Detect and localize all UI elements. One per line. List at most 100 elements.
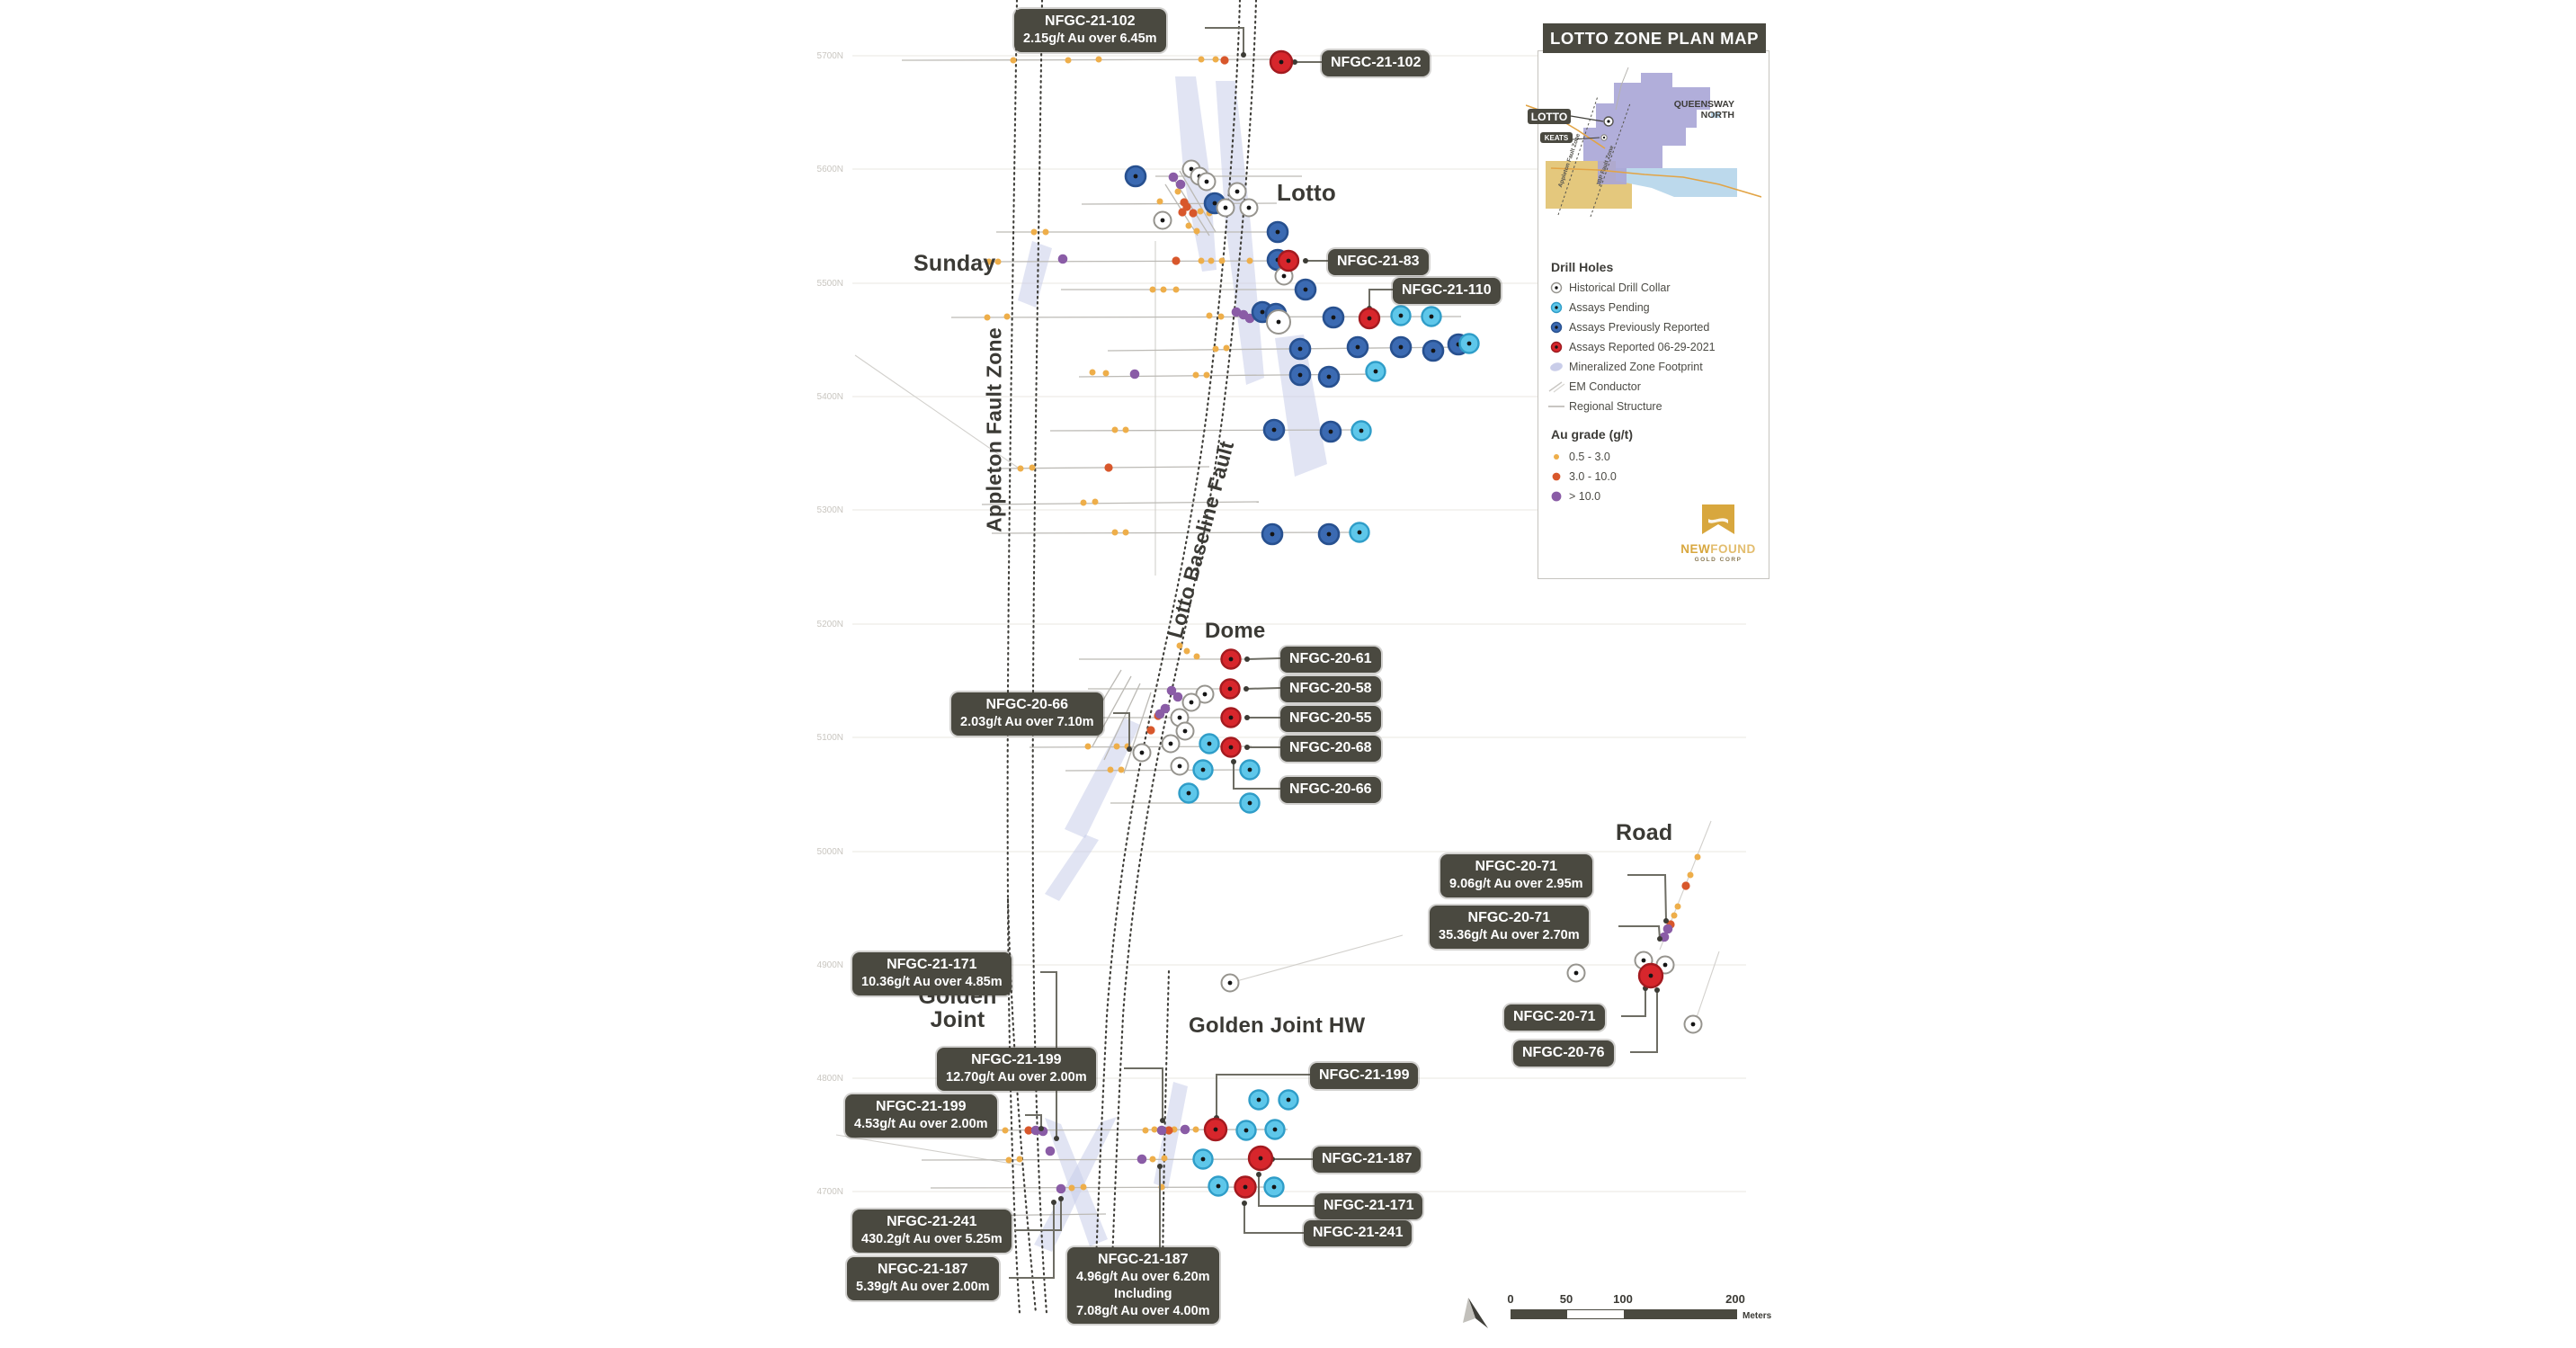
- collar-center-dot: [1331, 315, 1336, 320]
- grade-dot-mid: [1146, 726, 1155, 735]
- legend-item-previous: Assays Previously Reported: [1547, 317, 1763, 337]
- collar-center-dot: [1279, 59, 1284, 65]
- legend-item-label: Historical Drill Collar: [1569, 281, 1671, 294]
- collar-center-dot: [1276, 319, 1281, 325]
- grade-dot-low: [1092, 498, 1099, 505]
- leader-endpoint-dot: [1256, 1172, 1261, 1177]
- logo-word-part2: FOUND: [1710, 542, 1756, 556]
- grade-dot-low: [1671, 912, 1678, 919]
- grade-dot-low: [1212, 56, 1219, 63]
- grade-dot-low: [1156, 198, 1163, 205]
- collar-center-dot: [1359, 428, 1364, 433]
- logo-flag-icon: [1702, 504, 1734, 534]
- collar-center-dot: [1271, 427, 1277, 433]
- grade-dot-high: [1154, 709, 1165, 719]
- grade-dot-low: [1218, 257, 1226, 264]
- scale-tick: 200: [1725, 1292, 1745, 1306]
- collar-center-dot: [1177, 763, 1182, 769]
- grade-dot-low: [1122, 426, 1129, 433]
- grade-dot-low: [1005, 1156, 1012, 1164]
- collar-center-dot: [1182, 728, 1188, 734]
- collar-center-dot: [1200, 1156, 1206, 1162]
- grade-dot-low: [1065, 57, 1072, 64]
- legend-symbol-historical: [1550, 281, 1563, 294]
- collar-center-dot: [1133, 174, 1138, 179]
- mineralized-zone-footprint: [1216, 81, 1264, 385]
- grade-dot-low: [1160, 286, 1167, 293]
- collar-center-dot: [1216, 1183, 1221, 1189]
- drill-trace-line: [981, 260, 1287, 263]
- legend-item-label: Mineralized Zone Footprint: [1569, 361, 1703, 373]
- collar-center-dot: [1186, 790, 1191, 796]
- collar-center-dot: [1466, 341, 1472, 346]
- grade-dot-low: [1172, 286, 1180, 293]
- grade-dot-low: [1174, 188, 1181, 195]
- collar-center-dot: [1227, 980, 1233, 986]
- grade-dot-low: [1193, 653, 1200, 660]
- leader-endpoint-dot: [1051, 1200, 1056, 1205]
- leader-line: [1243, 1203, 1304, 1234]
- logo-word-part1: NEW: [1680, 542, 1711, 556]
- mineralized-zone-footprint: [1154, 1082, 1188, 1189]
- scale-bar-segment: [1511, 1310, 1567, 1318]
- drill-trace-line: [1083, 669, 1122, 734]
- grade-dot-low: [1193, 228, 1200, 235]
- legend-item-label: EM Conductor: [1569, 380, 1641, 393]
- grade-dot-high: [1057, 254, 1068, 264]
- drill-trace-line: [907, 1129, 1288, 1131]
- leader-endpoint-dot: [1657, 936, 1662, 942]
- logo-subtitle: GOLD CORP: [1694, 557, 1743, 563]
- leader-line: [1368, 289, 1393, 308]
- grade-dot-mid: [1681, 881, 1690, 890]
- grade-dot-low: [1161, 1155, 1168, 1162]
- collar-center-dot: [1212, 201, 1217, 206]
- grade-dot-high: [1045, 1146, 1056, 1156]
- collar-center-dot: [1326, 374, 1332, 379]
- drill-trace-line: [921, 1158, 1278, 1161]
- mineralized-zone-footprint: [1275, 335, 1327, 477]
- legend-item-label: Assays Previously Reported: [1569, 321, 1710, 334]
- grade-dot-low: [1192, 371, 1199, 379]
- scale-tick: 0: [1507, 1292, 1514, 1306]
- grid-northing-label: 5000N: [817, 847, 843, 857]
- grade-dot-low: [1197, 208, 1204, 215]
- drill-trace-line: [1103, 683, 1141, 761]
- legend-au-grade-header: Au grade (g/t): [1551, 427, 1633, 442]
- grade-dot-low: [1151, 1126, 1158, 1133]
- grade-dot-high: [1030, 1125, 1041, 1136]
- inset-keats-label: KEATS: [1545, 134, 1569, 142]
- grade-dot-high: [1662, 924, 1673, 934]
- grade-dot-low: [1212, 345, 1219, 353]
- leader-endpoint-dot: [1157, 1164, 1163, 1169]
- leader-line: [1014, 1199, 1062, 1231]
- grade-dot-high: [1156, 1125, 1167, 1136]
- collar-center-dot: [1247, 800, 1252, 806]
- leader-line: [1246, 657, 1281, 660]
- grade-dot-high: [1168, 172, 1179, 183]
- collar-center-dot: [1204, 179, 1209, 184]
- scale-bar-segment: [1624, 1310, 1736, 1318]
- collar-center-dot: [1223, 205, 1228, 210]
- grade-dot-low: [1217, 313, 1225, 320]
- grade-dot-low: [1084, 743, 1092, 750]
- collar-center-dot: [1286, 1097, 1291, 1103]
- inset-water-area: [1616, 168, 1737, 197]
- collar-center-dot: [1297, 346, 1303, 352]
- grade-dot-low: [1107, 766, 1114, 773]
- inset-structure-line: [1615, 67, 1629, 111]
- legend-item-regional: Regional Structure: [1547, 397, 1763, 416]
- collar-center-dot: [1189, 700, 1194, 705]
- inset-lotto-label: LOTTO: [1531, 111, 1567, 123]
- grade-dot-low: [1206, 312, 1213, 319]
- grade-dot-low: [1192, 1126, 1199, 1133]
- legend-symbol-previous: [1550, 321, 1563, 334]
- collar-center-dot: [1202, 692, 1208, 697]
- leader-endpoint-dot: [1303, 258, 1308, 263]
- leader-line: [1009, 1202, 1055, 1279]
- inset-region-label: NORTH: [1701, 110, 1734, 121]
- grade-dot-low: [1080, 1183, 1087, 1191]
- leader-endpoint-dot: [1231, 759, 1236, 764]
